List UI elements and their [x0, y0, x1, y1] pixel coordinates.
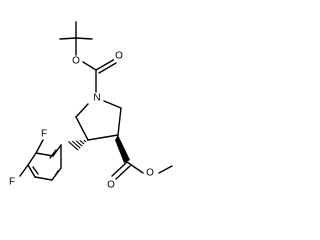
molecule-structure-diagram: O O N F F O O	[8, 21, 173, 191]
mask-ortho-fluoro	[39, 129, 48, 139]
bond-ester-carbon-to-oxygen	[126, 161, 144, 174]
bond-ring-n-c2	[75, 103, 89, 118]
mask-para-fluoro	[8, 177, 17, 187]
hash-bond-5	[68, 141, 79, 151]
bond-aryl-inner-3	[54, 170, 59, 177]
bond-aryl-c5-c6	[34, 176, 53, 181]
bond-tbu-methyl-right	[75, 37, 93, 40]
mask-boc-ester-oxygen	[71, 56, 81, 66]
hash-bond-2	[79, 140, 85, 145]
bond-aryl-c4-c5	[27, 164, 36, 178]
hash-bond-1	[83, 139, 87, 143]
bond-boc-carbonyl-1	[95, 58, 116, 71]
bond-aryl-inner-1	[49, 149, 57, 159]
bond-aryl-inner-2	[32, 166, 39, 175]
bond-aryl-c3-c4	[27, 152, 37, 166]
atom-label-para-fluoro: F	[9, 177, 15, 188]
bond-boc-carbonyl-2	[98, 62, 117, 74]
hash-bond-3	[75, 140, 83, 147]
atom-label-ortho-fluoro: F	[41, 129, 47, 140]
bond-ring-c4-c5	[117, 107, 122, 136]
bond-oxygen-to-methyl	[158, 165, 173, 174]
mask-ester-carbonyl-oxygen	[106, 180, 116, 190]
mask-boc-carbonyl-oxygen	[114, 51, 124, 61]
bond-para-fluoro	[19, 164, 29, 177]
bond-ester-carbon-to-carbonyl-o-2	[115, 165, 131, 180]
molecule-svg: O O N F F O O	[8, 21, 173, 191]
bond-oxygen-to-boc-carbon	[82, 61, 97, 71]
bond-tbu-methyl-left	[59, 37, 77, 40]
bond-aryl-c1-c2	[52, 144, 62, 157]
atom-label-boc-carbonyl-oxygen: O	[115, 51, 123, 62]
mask-ester-methoxy-oxygen	[145, 168, 155, 178]
bond-ortho-fluoro	[35, 139, 44, 154]
hash-bond-4	[72, 140, 81, 149]
bond-ring-c2-c3	[75, 116, 89, 141]
bond-ring-c3-c4	[87, 134, 119, 141]
mask-ring-nitrogen	[92, 93, 103, 104]
bond-ring-c5-n	[103, 100, 122, 109]
atom-label-boc-ester-oxygen: O	[72, 56, 80, 67]
bond-ester-carbon-to-carbonyl-o-1	[111, 161, 128, 177]
wedge-bond-to-ester	[115, 135, 130, 163]
atom-label-ester-methoxy-oxygen: O	[146, 168, 154, 179]
atom-label-ring-nitrogen: N	[93, 93, 100, 104]
bond-aryl-c2-c3	[35, 152, 54, 157]
atom-label-ester-carbonyl-oxygen: O	[107, 180, 115, 191]
